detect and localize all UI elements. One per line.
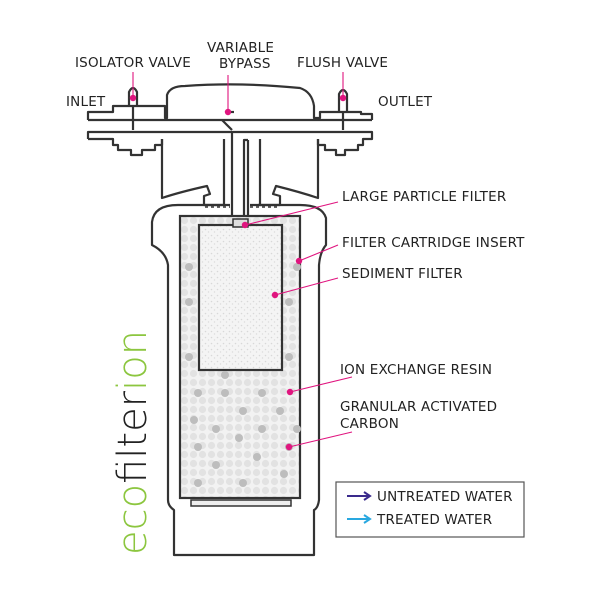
legend-item-treated: TREATED WATER	[347, 512, 492, 528]
label-granular-activated-carbon-1: GRANULAR ACTIVATED	[340, 399, 497, 415]
label-variable-bypass-2: BYPASS	[219, 56, 271, 72]
legend-label: UNTREATED WATER	[377, 489, 513, 505]
sediment-filter	[197, 223, 284, 372]
legend-box	[335, 481, 525, 538]
arrow-right-icon	[363, 514, 372, 524]
outlet-pipe-top	[312, 110, 374, 120]
bypass-tube	[230, 132, 248, 222]
neck-left	[160, 139, 225, 207]
arrow-right-icon	[363, 491, 372, 501]
carbon-beads	[185, 263, 301, 487]
brand-ion: ion	[110, 330, 156, 391]
filter-head	[86, 83, 374, 222]
legend: UNTREATED WATER TREATED WATER	[335, 481, 525, 538]
head-lower-plate-left	[88, 137, 164, 157]
svg-text:ecofilterion: ecofilterion	[110, 330, 156, 555]
head-lower-plate-right	[86, 130, 374, 157]
filter-bowl	[150, 203, 328, 557]
label-filter-cartridge-insert: FILTER CARTRIDGE INSERT	[342, 235, 525, 251]
large-particle-filter	[232, 218, 249, 228]
brand-eco: eco	[110, 484, 156, 555]
neck-right	[258, 139, 320, 207]
legend-label: TREATED WATER	[376, 512, 492, 528]
label-ion-exchange-resin: ION EXCHANGE RESIN	[340, 362, 492, 378]
label-sediment-filter: SEDIMENT FILTER	[342, 266, 463, 282]
brand-filter: filter	[110, 390, 156, 484]
label-inlet: INLET	[66, 94, 106, 110]
label-flush-valve: FLUSH VALVE	[297, 55, 388, 71]
head-dome	[165, 83, 316, 110]
label-outlet: OUTLET	[378, 94, 433, 110]
callout-leaders	[129, 72, 353, 451]
legend-item-untreated: UNTREATED WATER	[347, 489, 513, 505]
label-variable-bypass-1: VARIABLE	[207, 40, 274, 56]
label-isolator-valve: ISOLATOR VALVE	[75, 55, 191, 71]
brand-logo: ecofilterion	[110, 330, 156, 555]
inlet-pipe-top	[86, 104, 169, 120]
label-granular-activated-carbon-2: CARBON	[340, 416, 399, 432]
cartridge-base	[190, 499, 292, 507]
label-large-particle-filter: LARGE PARTICLE FILTER	[342, 189, 506, 205]
